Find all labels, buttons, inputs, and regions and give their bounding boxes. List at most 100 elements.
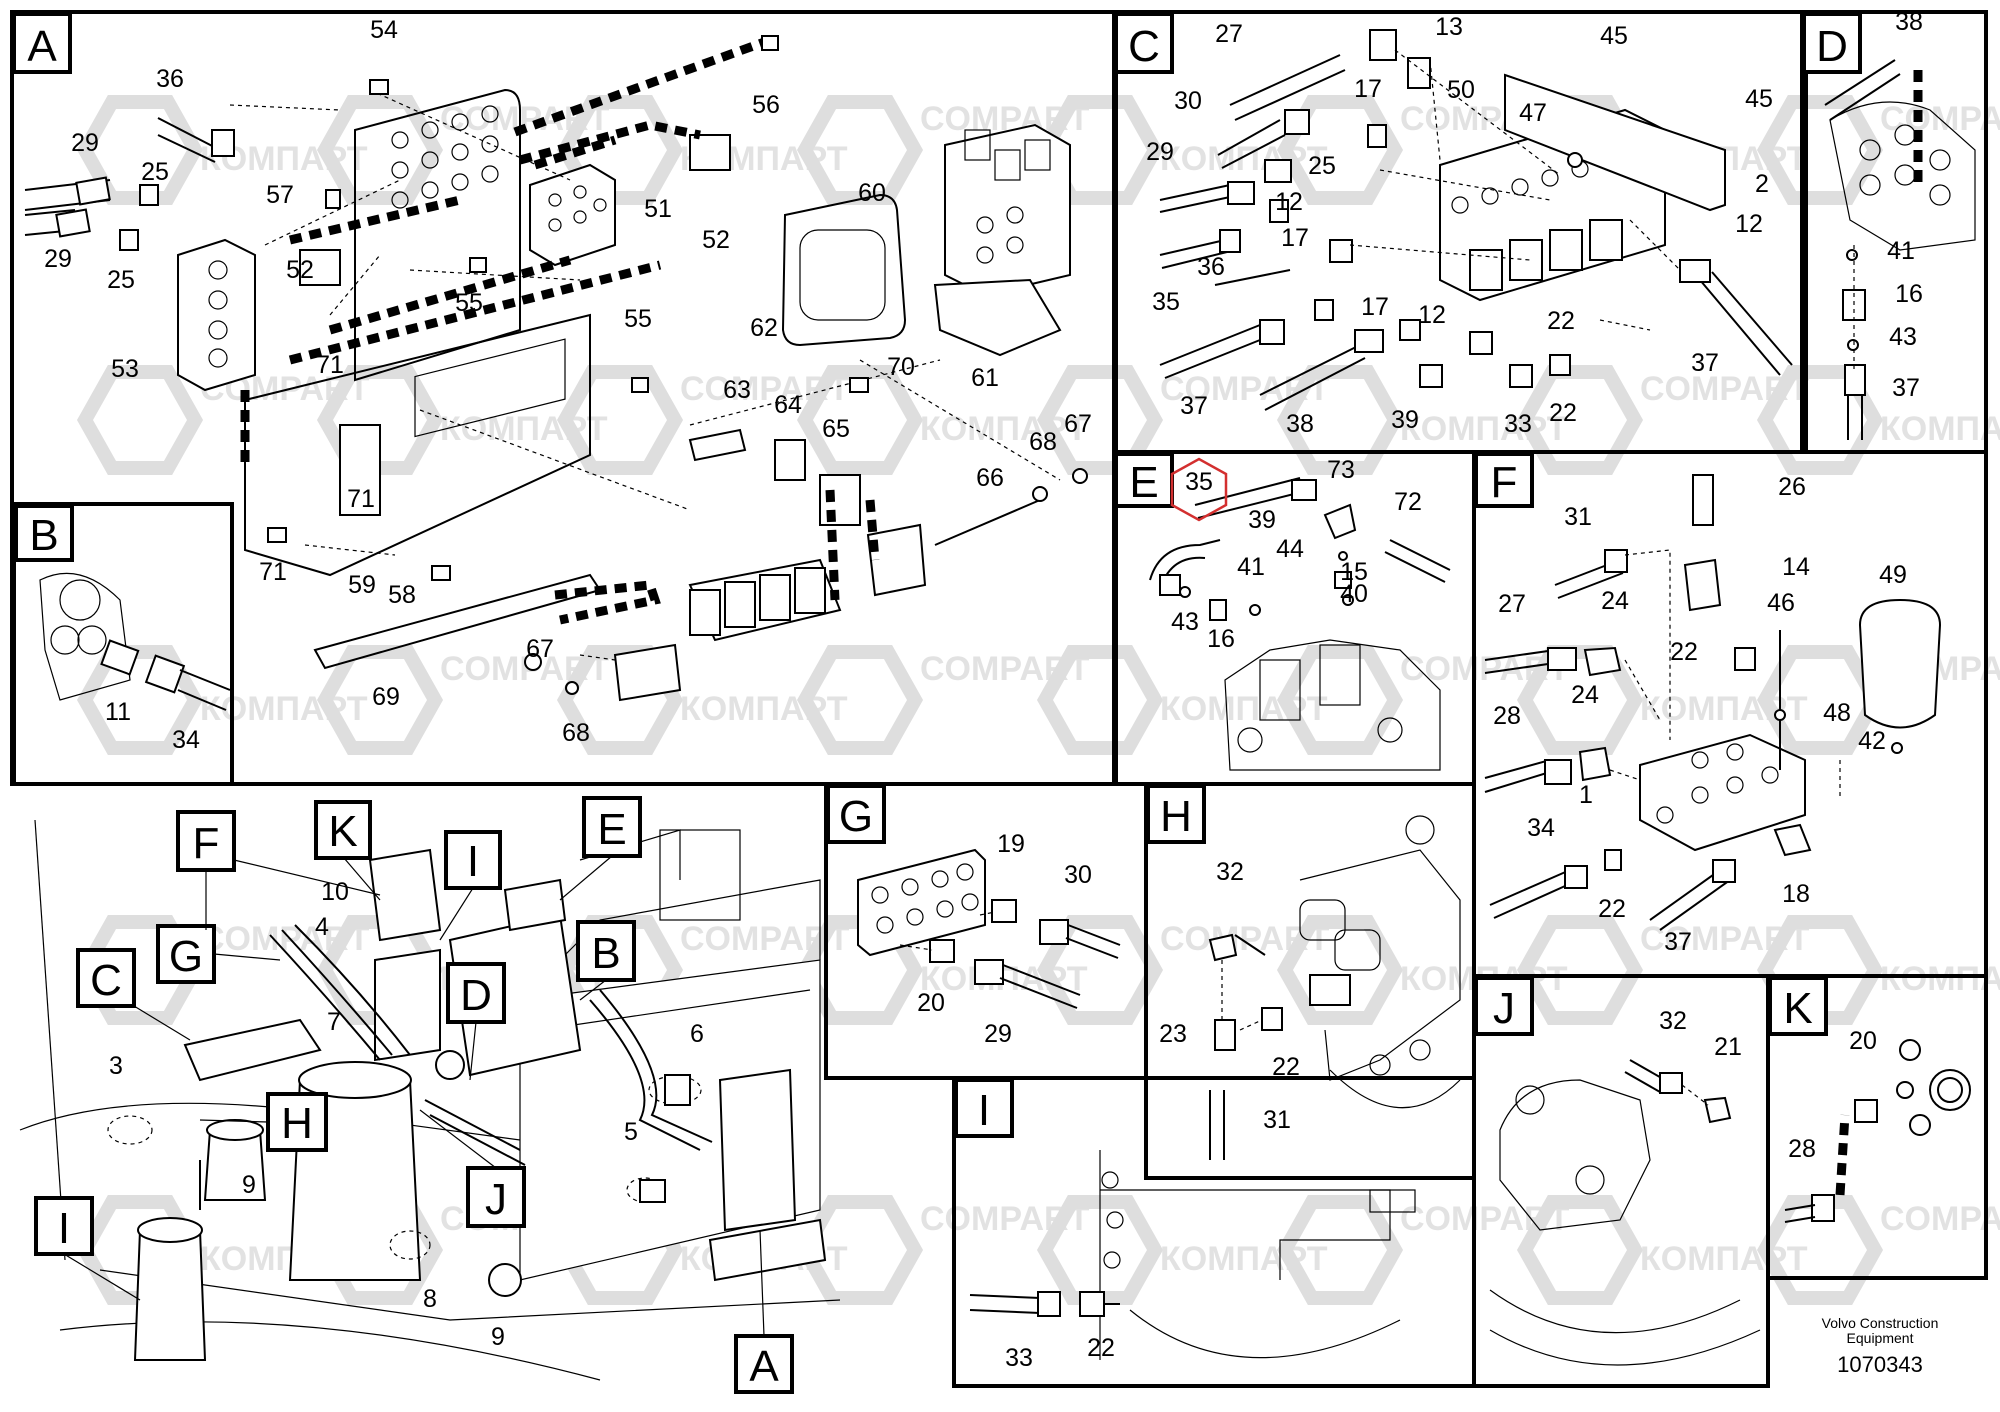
callout-g-19: 19	[997, 830, 1025, 858]
callout-c-30: 30	[1174, 87, 1202, 115]
panel-label-f: F	[1491, 458, 1518, 507]
panel-j-artwork	[1489, 1059, 1761, 1366]
watermark-tile: КОМПАРТ	[1276, 365, 1568, 475]
callout-f-49: 49	[1879, 561, 1907, 589]
callout-h-23: 23	[1159, 1020, 1187, 1048]
callout-f-24: 24	[1571, 681, 1599, 709]
callout-c-27: 27	[1215, 20, 1243, 48]
callout-a-55: 55	[624, 305, 652, 333]
callout-f-14: 14	[1782, 553, 1810, 581]
panel-i-artwork	[969, 1150, 1416, 1360]
callout-a-69: 69	[372, 683, 400, 711]
panel-label-d: D	[1816, 22, 1848, 71]
watermark: КОМПАРТCOMPARTКОМПАРТCOMPARTКОМПАРТCOMPA…	[76, 95, 2000, 1305]
panel-a-artwork	[24, 35, 1088, 702]
callout-j-21: 21	[1714, 1033, 1742, 1061]
callout-f-1: 1	[1579, 781, 1593, 809]
panel-frame-k	[1766, 974, 1988, 1280]
overview-label-k: K	[328, 807, 357, 856]
callout-c-33: 33	[1504, 410, 1532, 438]
watermark-tile: COMPART	[1756, 1195, 2000, 1305]
watermark-text: COMPART	[1880, 1200, 2000, 1238]
panel-c-artwork	[1159, 29, 1793, 411]
overview-label-i-2: I	[58, 1204, 70, 1253]
callout-f-48: 48	[1823, 699, 1851, 727]
callout-c-22: 22	[1547, 307, 1575, 335]
callout-c-29: 29	[1146, 138, 1174, 166]
callout-f-24: 24	[1601, 587, 1629, 615]
panel-label-h: H	[1160, 792, 1192, 841]
callout-f-46: 46	[1767, 589, 1795, 617]
panel-h-artwork	[1208, 815, 1461, 1160]
callout-c-38: 38	[1286, 410, 1314, 438]
callout-c-17: 17	[1354, 75, 1382, 103]
highlight-hexagon	[1170, 457, 1228, 522]
callout-a-29: 29	[44, 245, 72, 273]
callout-overview-3: 3	[109, 1052, 123, 1080]
callout-a-25: 25	[141, 158, 169, 186]
callout-a-67: 67	[526, 635, 554, 663]
callout-c-17: 17	[1361, 293, 1389, 321]
callout-overview-7: 7	[327, 1008, 341, 1036]
footer: Volvo Construction Equipment 1070343	[1822, 1315, 1939, 1377]
callout-a-51: 51	[644, 195, 672, 223]
overview-label-i: I	[467, 837, 479, 886]
overview-labels: F K I E G C D B H J I A	[34, 796, 794, 1394]
overview-label-a: A	[749, 1342, 779, 1391]
callout-c-39: 39	[1391, 406, 1419, 434]
callout-c-45: 45	[1745, 85, 1773, 113]
callout-c-17: 17	[1281, 224, 1309, 252]
callout-a-66: 66	[976, 464, 1004, 492]
brand-line-2: Equipment	[1847, 1330, 1914, 1346]
callout-c-37: 37	[1691, 349, 1719, 377]
callout-a-29: 29	[71, 129, 99, 157]
callout-c-12: 12	[1275, 188, 1303, 216]
panel-label-a: A	[27, 22, 57, 71]
callout-d-38: 38	[1895, 8, 1923, 36]
panel-letters: A C D B E F G H I J K	[12, 12, 1862, 1138]
callout-a-57: 57	[266, 181, 294, 209]
callout-e-35: 35	[1185, 468, 1213, 496]
panel-f-artwork	[1484, 474, 1942, 931]
callout-h-22: 22	[1272, 1053, 1300, 1081]
callout-a-36: 36	[156, 65, 184, 93]
callout-c-13: 13	[1435, 13, 1463, 41]
callout-h-32: 32	[1216, 858, 1244, 886]
callout-c-50: 50	[1447, 76, 1475, 104]
callout-a-52: 52	[286, 256, 314, 284]
callout-d-41: 41	[1887, 237, 1915, 265]
panel-label-g: G	[839, 792, 873, 841]
callout-a-71: 71	[347, 485, 375, 513]
callout-f-42: 42	[1858, 727, 1886, 755]
callout-f-31: 31	[1564, 503, 1592, 531]
callout-c-12: 12	[1418, 301, 1446, 329]
callout-c-2: 2	[1755, 170, 1769, 198]
callout-e-39: 39	[1248, 506, 1276, 534]
callout-c-25: 25	[1308, 152, 1336, 180]
callout-e-73: 73	[1327, 456, 1355, 484]
callout-h-31: 31	[1263, 1106, 1291, 1134]
callout-k-28: 28	[1788, 1135, 1816, 1163]
callout-a-54: 54	[370, 16, 398, 44]
callout-e-41: 41	[1237, 553, 1265, 581]
overview-label-e: E	[597, 805, 626, 854]
panel-frame-b	[12, 502, 234, 786]
panel-label-b: B	[29, 511, 58, 560]
callout-f-26: 26	[1778, 473, 1806, 501]
callout-f-37: 37	[1664, 928, 1692, 956]
callout-a-71: 71	[259, 558, 287, 586]
callout-a-59: 59	[348, 571, 376, 599]
panel-label-c: C	[1128, 22, 1160, 71]
overview-artwork	[19, 819, 841, 1381]
watermark-text: КОМПАРТ	[1880, 410, 2000, 448]
callout-f-27: 27	[1498, 590, 1526, 618]
watermark-tile: КОМПАРТ	[556, 645, 848, 755]
callout-a-25: 25	[107, 266, 135, 294]
drawing-number: 1070343	[1837, 1352, 1923, 1377]
callout-f-34: 34	[1527, 814, 1555, 842]
callout-overview-9: 9	[242, 1171, 256, 1199]
callout-c-35: 35	[1152, 288, 1180, 316]
callout-g-29: 29	[984, 1020, 1012, 1048]
